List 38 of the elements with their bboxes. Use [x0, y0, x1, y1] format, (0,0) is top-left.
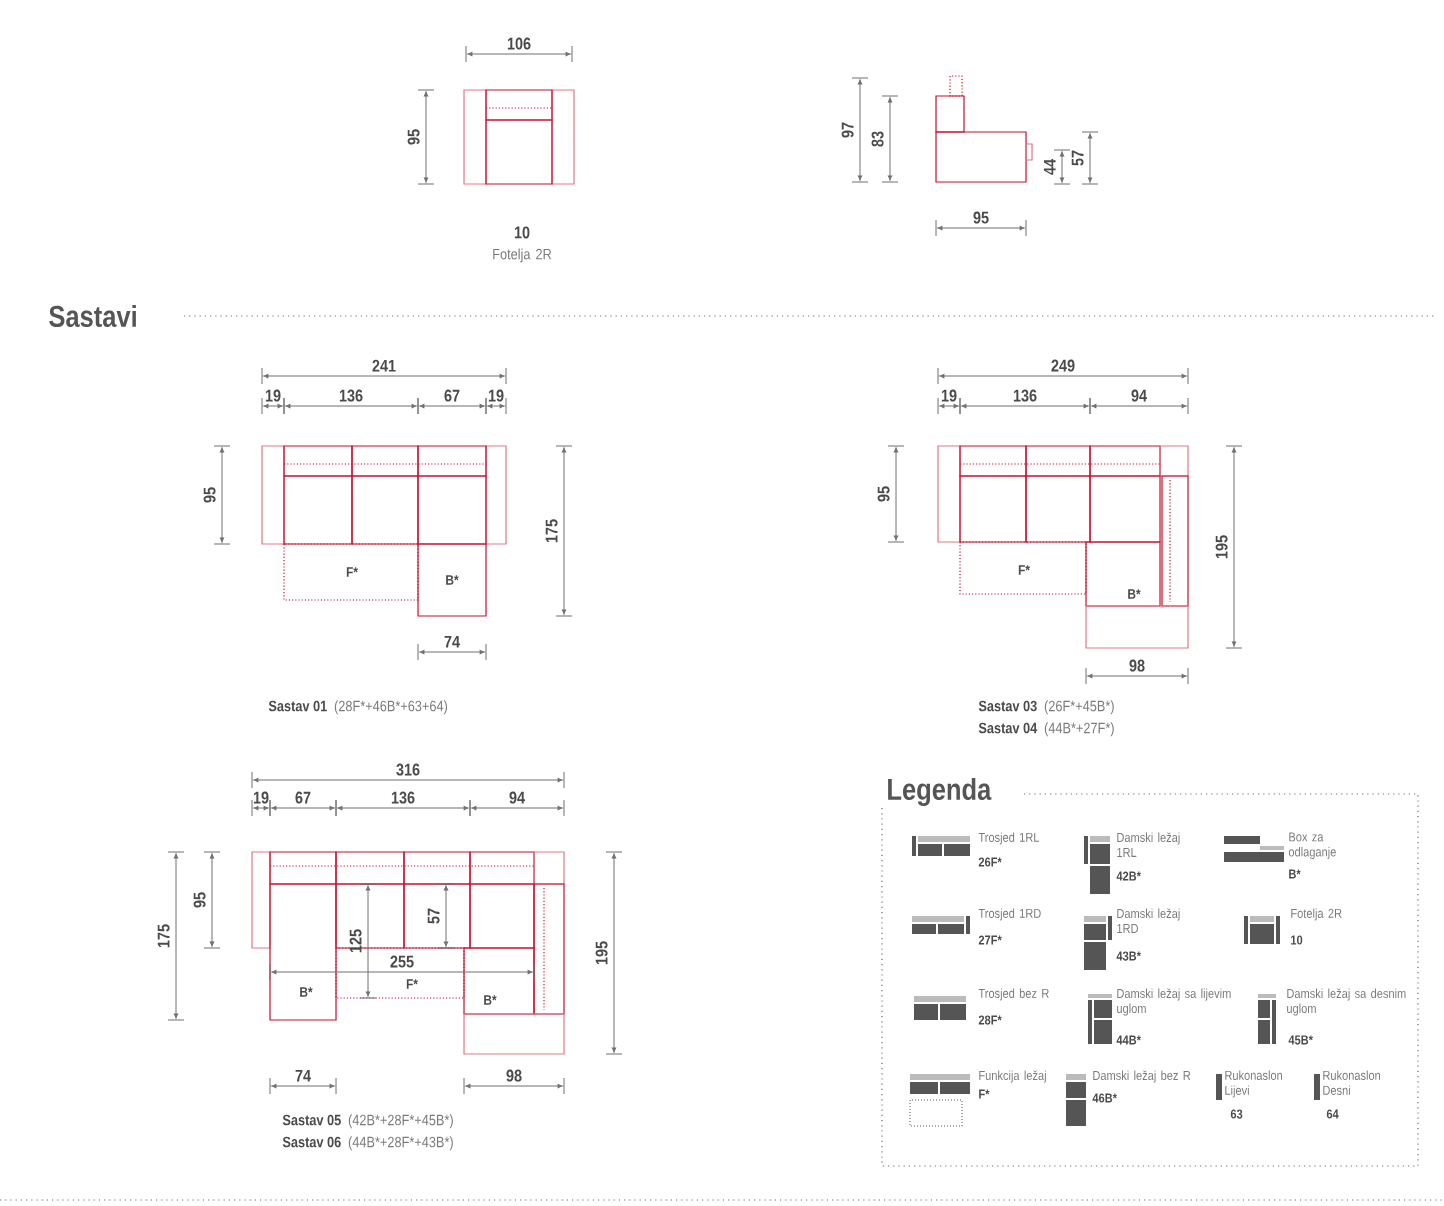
dimension-label: 74	[295, 1069, 311, 1082]
dimension-label: 95	[877, 486, 890, 502]
dimension-label: 44	[1043, 159, 1056, 175]
dimension-label: 249	[1051, 359, 1075, 372]
dimension-label: 241	[372, 359, 396, 372]
dimension-label: 95	[407, 129, 420, 145]
dimension-label: 136	[1013, 389, 1037, 402]
dimension-label: 125	[349, 929, 362, 953]
dimension-label: 98	[1129, 659, 1145, 672]
dimension-label: 95	[973, 211, 989, 224]
dimension-label: 74	[444, 635, 460, 648]
dimension-label: 83	[871, 131, 884, 147]
dimension-label: 57	[427, 908, 440, 924]
dimension-label: 97	[841, 122, 854, 138]
dimension-label: 94	[509, 791, 525, 804]
dimension-label: 175	[157, 924, 170, 948]
dimension-label: 316	[396, 763, 420, 776]
dimension-label: 255	[390, 955, 414, 968]
dimension-label: 106	[507, 37, 531, 50]
dimension-label: 67	[295, 791, 311, 804]
section-heading: Sastavi	[49, 305, 136, 327]
dimension-label: 67	[444, 389, 460, 402]
dimension-label: 19	[265, 389, 281, 402]
section-heading: Legenda	[888, 777, 992, 807]
dimension-label: 94	[1131, 389, 1147, 402]
dimension-label: 195	[595, 941, 608, 965]
dimension-label: 19	[253, 791, 269, 804]
dimension-label: 195	[1215, 535, 1228, 559]
dimension-label: 136	[391, 791, 415, 804]
dimension-label: 19	[488, 389, 504, 402]
dimension-label: 19	[941, 389, 957, 402]
dimension-label: 98	[506, 1069, 522, 1082]
dimension-label: 175	[545, 519, 558, 543]
dimension-label: 95	[203, 487, 216, 503]
dimension-label: 57	[1071, 150, 1084, 166]
dimension-label: 95	[193, 892, 206, 908]
dimension-label: 136	[339, 389, 363, 402]
model-number: 10	[514, 226, 530, 239]
